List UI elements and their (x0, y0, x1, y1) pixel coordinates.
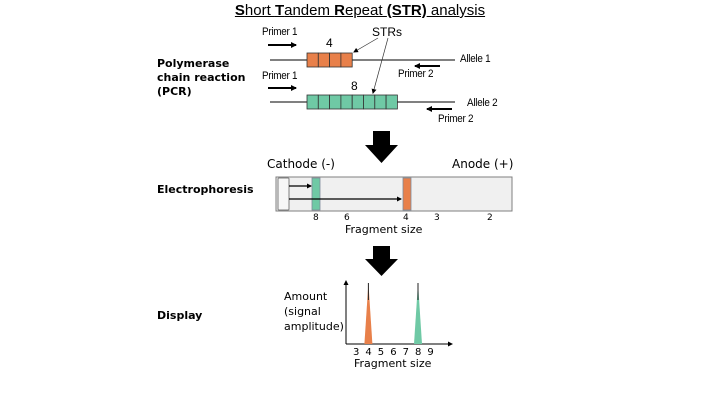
pcr-label-line1: Polymerase (157, 57, 230, 70)
section-label-pcr: Polymerase chain reaction (PCR) (157, 57, 245, 99)
cathode-label: Cathode (-) (267, 157, 335, 171)
peak-fragment-4 (364, 283, 373, 344)
str-repeat-unit (351, 94, 364, 110)
title-part: epeat (345, 2, 387, 19)
gel-band-fragment-4 (402, 177, 412, 211)
gel-box (275, 176, 513, 212)
section-label-electrophoresis: Electrophoresis (157, 183, 254, 196)
display-tick-6: 6 (390, 347, 397, 358)
gel-tick-8: 8 (313, 213, 319, 223)
allele2-str-box (306, 94, 398, 110)
allele2-repeat-count: 8 (351, 79, 358, 93)
gel-well (277, 177, 290, 211)
peak-fragment-8 (414, 283, 422, 344)
display-tick-7: 7 (402, 347, 409, 358)
anode-label: Anode (+) (452, 157, 514, 171)
gel-tick-4: 4 (403, 213, 409, 223)
gel-tick-6: 6 (344, 213, 350, 223)
ylabel-line3: amplitude) (284, 320, 344, 333)
display-tick-3: 3 (353, 347, 360, 358)
allele1-repeat-count: 4 (326, 36, 333, 50)
down-arrow-icon-1 (365, 131, 398, 163)
str-repeat-unit (317, 94, 330, 110)
allele1-primer2-label: Primer 2 (398, 68, 434, 80)
ylabel-line2: (signal (284, 305, 321, 318)
str-repeat-unit (329, 52, 342, 68)
str-repeat-unit (306, 94, 319, 110)
title-part: andem (284, 2, 335, 19)
display-ylabel: Amount (signal amplitude) (284, 289, 344, 334)
allele2-primer2-label: Primer 2 (438, 113, 474, 125)
title-part: T (274, 2, 285, 19)
display-tick-8: 8 (415, 347, 422, 358)
str-repeat-unit (329, 94, 342, 110)
str-repeat-unit (317, 52, 330, 68)
ylabel-line1: Amount (284, 290, 328, 303)
title-part: (STR) (386, 2, 427, 19)
str-repeat-unit (363, 94, 376, 110)
allele1-primer1-label: Primer 1 (262, 26, 298, 38)
str-repeat-unit (385, 94, 398, 110)
pcr-label-line3: (PCR) (157, 85, 192, 98)
allele1-str-box (306, 52, 353, 68)
display-xlabel: Fragment size (354, 357, 432, 370)
display-tick-5: 5 (377, 347, 385, 358)
display-tick-9: 9 (427, 347, 434, 358)
title-part: analysis (426, 2, 486, 19)
down-arrow-icon-2 (365, 246, 398, 276)
title-part: R (334, 2, 345, 19)
display-tick-4: 4 (365, 347, 372, 358)
strs-pointer-allele2 (371, 37, 389, 94)
str-repeat-unit (340, 52, 353, 68)
title-part: S (234, 2, 245, 19)
gel-tick-2: 2 (487, 213, 493, 223)
strs-pointer-allele1 (353, 37, 379, 53)
pcr-label-line2: chain reaction (157, 71, 246, 84)
diagram-title: Short Tandem Repeat (STR) analysis (0, 2, 720, 19)
section-label-display: Display (157, 309, 203, 322)
title-part: hort (244, 2, 275, 19)
strs-label: STRs (372, 25, 402, 39)
gel-tick-3: 3 (434, 213, 440, 223)
gel-band-fragment-8 (311, 177, 321, 211)
str-repeat-unit (340, 94, 353, 110)
str-repeat-unit (306, 52, 319, 68)
allele1-label: Allele 1 (460, 53, 491, 65)
str-repeat-unit (374, 94, 387, 110)
allele2-primer1-label: Primer 1 (262, 70, 298, 82)
gel-xlabel: Fragment size (345, 223, 423, 236)
allele2-label: Allele 2 (467, 97, 498, 109)
